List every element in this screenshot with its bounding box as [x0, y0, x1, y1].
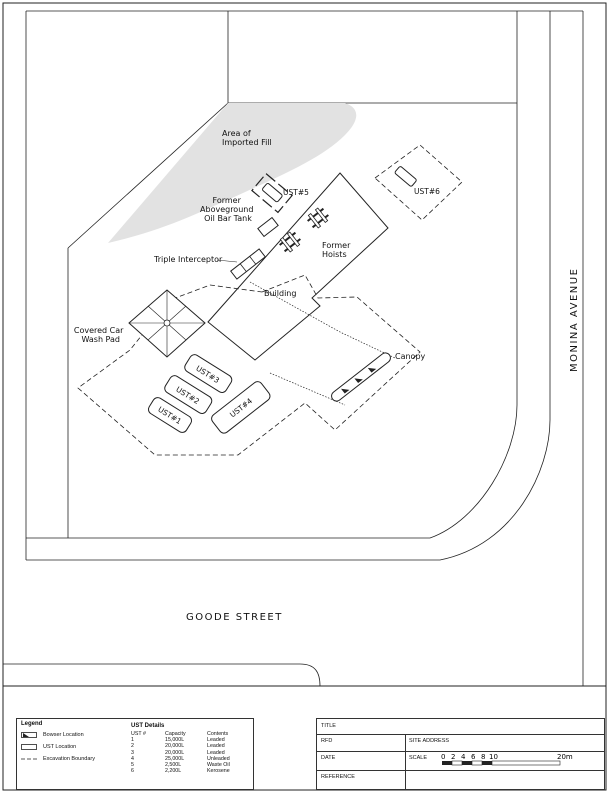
imported-fill-label: Area of Imported Fill — [222, 129, 272, 147]
reference-row: REFERENCE — [317, 770, 604, 789]
oil-tank-label: Former Aboveground Oil Bar Tank — [200, 196, 256, 223]
ust2-tank: UST#2 — [164, 375, 213, 414]
legend-item-excavation: Excavation Boundary — [21, 756, 95, 762]
hoist-icon — [307, 207, 329, 229]
date-row: DATE SCALE 0 2 4 6 8 10 20m — [317, 751, 604, 771]
ust-header-contents: Contents — [207, 731, 229, 737]
legend-item-ust: UST Location — [21, 744, 76, 750]
svg-text:4: 4 — [461, 753, 466, 761]
title-label: TITLE — [321, 723, 336, 729]
rfd-row: RFD SITE ADDRESS — [317, 734, 604, 752]
bowser-icon — [21, 732, 37, 738]
ust-header-capacity: Capacity — [165, 731, 186, 737]
ust-details-title: UST Details — [131, 723, 165, 729]
ust6-excavation — [374, 144, 463, 221]
site-address-label: SITE ADDRESS — [409, 738, 450, 744]
goode-street-label: GOODE STREET — [186, 612, 283, 623]
svg-text:8: 8 — [481, 753, 485, 761]
dashed-line-icon — [21, 758, 37, 760]
title-block: TITLE RFD SITE ADDRESS DATE SCALE 0 2 4 … — [316, 718, 605, 790]
rfd-label: RFD — [321, 738, 333, 744]
ust1-tank: UST#1 — [147, 397, 193, 433]
canopy — [331, 352, 391, 402]
title-row: TITLE — [317, 719, 604, 735]
legend-item-bowser: Bowser Location — [21, 732, 84, 738]
monina-avenue-east-edge — [26, 11, 551, 561]
ust5-tank — [262, 183, 283, 203]
svg-text:2: 2 — [451, 753, 455, 761]
imported-fill-area — [108, 103, 357, 243]
ust5-bracket — [251, 172, 293, 214]
date-label: DATE — [321, 755, 336, 761]
building — [207, 172, 389, 361]
ust-rect-icon — [21, 744, 37, 750]
ust3-tank: UST#3 — [184, 354, 233, 393]
ust6-tank — [394, 166, 417, 187]
car-wash-pad — [128, 289, 206, 358]
car-wash-label: Covered Car Wash Pad — [74, 326, 126, 344]
legend-panel: Legend Bowser Location UST Location Exca… — [16, 718, 254, 790]
svg-text:20m: 20m — [557, 753, 573, 761]
oil-tank — [257, 216, 279, 238]
monina-avenue-label: MONINA AVENUE — [569, 268, 580, 372]
goode-street-south-kerb — [3, 663, 321, 687]
diagonal-boundary — [67, 102, 229, 249]
svg-text:10: 10 — [489, 753, 498, 761]
interceptor-label: Triple Interceptor — [153, 255, 223, 264]
triple-interceptor — [230, 248, 266, 280]
monina-avenue-west-edge — [26, 103, 518, 539]
drain-line — [249, 281, 396, 359]
ust4-tank: UST#4 — [211, 381, 271, 434]
scale-label: SCALE — [409, 755, 428, 761]
building-label: Building — [264, 289, 296, 298]
ust6-label: UST#6 — [414, 187, 440, 196]
ust5-label: UST#5 — [283, 188, 309, 197]
hoist-icon — [279, 231, 301, 253]
scale-bar: 0 2 4 6 8 10 20m — [441, 753, 573, 766]
svg-text:6: 6 — [471, 753, 476, 761]
ust-header-number: UST # — [131, 731, 146, 737]
legend-title: Legend — [21, 721, 43, 727]
svg-text:0: 0 — [441, 753, 445, 761]
hoists-label: Former Hoists — [322, 241, 353, 259]
reference-label: REFERENCE — [321, 774, 355, 780]
interceptor-leader — [216, 259, 238, 263]
canopy-label: Canopy — [395, 352, 426, 361]
